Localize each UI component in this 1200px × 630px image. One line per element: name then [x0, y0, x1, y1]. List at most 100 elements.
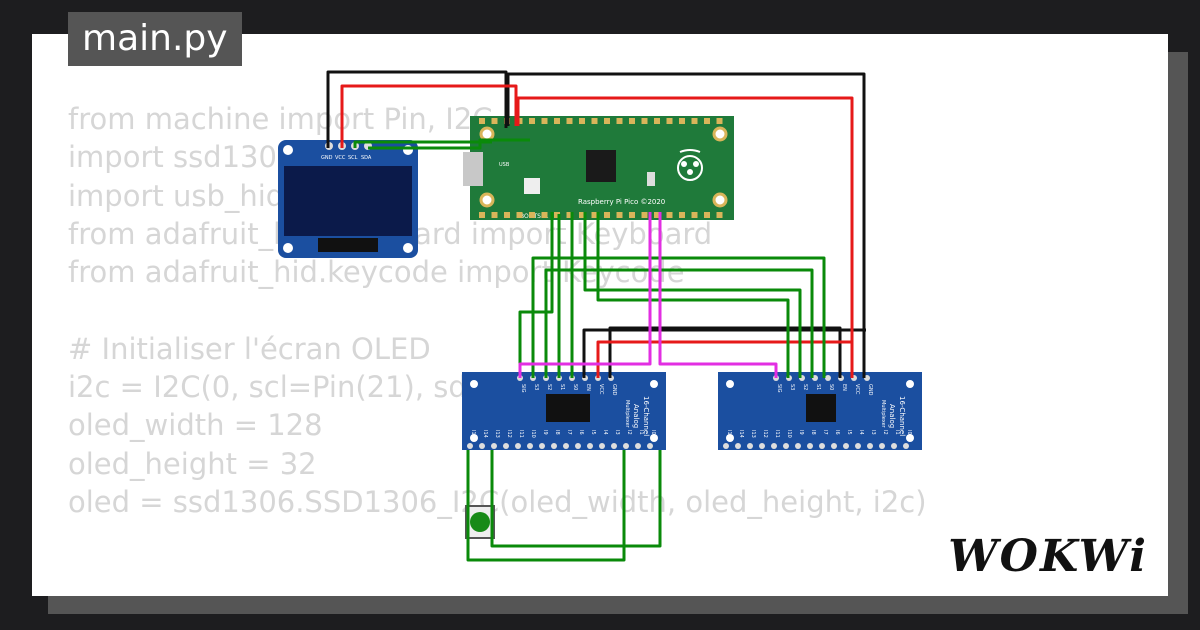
pico-pin[interactable]: [579, 212, 585, 218]
pushbutton[interactable]: [465, 505, 495, 539]
mux-right-bottom-pin[interactable]: [795, 443, 801, 449]
mux-left-bottom-pin[interactable]: [503, 443, 509, 449]
pico-pin[interactable]: [591, 212, 598, 218]
wire-magenta-2: [658, 212, 778, 378]
wire-green-scl: [353, 140, 492, 148]
mux-right-bottom-pin[interactable]: [783, 443, 789, 449]
mux-right-bottom-pin[interactable]: [831, 443, 837, 449]
mux-left-top-pin-label: S0: [572, 384, 578, 390]
mux-left-bottom-pin[interactable]: [635, 443, 641, 449]
mux-left-top-pin-label: VCC: [598, 384, 604, 395]
mux-left-bottom-pin[interactable]: [491, 443, 497, 449]
mux-left-bottom-pin-label: I7: [566, 430, 572, 435]
mux-right-bottom-pin-label: I6: [834, 430, 840, 435]
pico-pin[interactable]: [604, 212, 610, 218]
pico-pin[interactable]: [654, 212, 660, 218]
mux-left-bottom-pin[interactable]: [551, 443, 557, 449]
pico-pin[interactable]: [616, 118, 623, 124]
mux-left-top-pin-label: EN: [585, 384, 591, 391]
pico-pin[interactable]: [704, 118, 710, 124]
mux-right-bottom-pin[interactable]: [771, 443, 777, 449]
mux-left-bottom-pin[interactable]: [599, 443, 605, 449]
bootsel-button[interactable]: [524, 178, 540, 194]
pico-pin[interactable]: [529, 212, 535, 218]
pico-pin[interactable]: [704, 212, 710, 218]
mux-left-bottom-pin[interactable]: [623, 443, 629, 449]
pico-pin[interactable]: [491, 118, 498, 124]
pico-pin[interactable]: [479, 118, 485, 124]
mux-left-top-pin-label: GND: [611, 384, 617, 396]
pico-pin[interactable]: [579, 118, 585, 124]
pico-pin[interactable]: [591, 118, 598, 124]
mux-left-bottom-pin-label: I3: [614, 430, 620, 435]
mux-left-bottom-pin-label: I9: [542, 430, 548, 435]
mux-right-bottom-pin[interactable]: [891, 443, 897, 449]
mux-right-bottom-pin-label: I7: [822, 430, 828, 435]
pico-pin[interactable]: [679, 118, 685, 124]
pico-pin[interactable]: [504, 212, 510, 218]
mux-right-bottom-pin[interactable]: [903, 443, 909, 449]
mux-left-bottom-pin[interactable]: [479, 443, 485, 449]
mux-left-bottom-pin[interactable]: [587, 443, 593, 449]
mux-right-top-pin-label: GND: [867, 384, 873, 396]
pico-pin[interactable]: [641, 118, 648, 124]
mux-left-bottom-pin[interactable]: [539, 443, 545, 449]
mux-right-bottom-pin[interactable]: [735, 443, 741, 449]
file-tab[interactable]: main.py: [68, 12, 242, 66]
pico-pin[interactable]: [479, 212, 485, 218]
pico-pin[interactable]: [641, 212, 648, 218]
mux-left-bottom-pin-label: I8: [554, 430, 560, 435]
mux-right-bottom-pin[interactable]: [723, 443, 729, 449]
pico-pin[interactable]: [716, 118, 723, 124]
pico-pin[interactable]: [566, 118, 573, 124]
pico-pin[interactable]: [691, 212, 698, 218]
oled-pin-gnd: GND: [321, 155, 333, 161]
mux-left-bottom-pin[interactable]: [527, 443, 533, 449]
mux-right-top-pin[interactable]: [825, 375, 831, 381]
mux-right-top-pin-label: S0: [828, 384, 834, 390]
wire-green-c: [544, 268, 814, 378]
pico-pin[interactable]: [566, 212, 573, 218]
mux-right-bottom-pin-label: I4: [858, 430, 864, 435]
mux-right-bottom-pin[interactable]: [879, 443, 885, 449]
pico-pin[interactable]: [679, 212, 685, 218]
pico-pin[interactable]: [691, 118, 698, 124]
pico-pin[interactable]: [716, 212, 723, 218]
mux-left-bottom-pin[interactable]: [563, 443, 569, 449]
pico-pin[interactable]: [554, 118, 560, 124]
pico-pin[interactable]: [516, 212, 523, 218]
mux-right-bottom-pin[interactable]: [807, 443, 813, 449]
mux-right-bottom-pin[interactable]: [819, 443, 825, 449]
oled-display[interactable]: GND VCC SCL SDA: [278, 140, 418, 258]
mux-left-bottom-pin-label: I14: [482, 430, 488, 438]
pico-pin[interactable]: [529, 118, 535, 124]
pico-pin[interactable]: [629, 118, 635, 124]
pico-pin[interactable]: [554, 212, 560, 218]
pico-pin[interactable]: [654, 118, 660, 124]
mux-left-bottom-pin[interactable]: [467, 443, 473, 449]
mux-right-bottom-pin[interactable]: [843, 443, 849, 449]
pico-pin[interactable]: [666, 212, 673, 218]
pico-pin[interactable]: [604, 118, 610, 124]
mux-right-bottom-pin[interactable]: [747, 443, 753, 449]
code-line: from adafruit_hid.keycode import Keycode: [68, 255, 685, 290]
pico-pin[interactable]: [491, 212, 498, 218]
pico-pin[interactable]: [541, 212, 548, 218]
raspberry-pi-pico[interactable]: Raspberry Pi Pico ©2020 BOOTSEL USB: [463, 116, 734, 220]
code-line: import ssd1306: [68, 140, 296, 175]
mux-left-bottom-pin-label: I12: [506, 430, 512, 438]
wire-green-g: [596, 212, 790, 378]
mux-right-bottom-pin[interactable]: [855, 443, 861, 449]
mux-left-bottom-pin[interactable]: [647, 443, 653, 449]
pico-pin[interactable]: [541, 118, 548, 124]
mux-left-bottom-pin[interactable]: [575, 443, 581, 449]
mux-right-bottom-pin[interactable]: [759, 443, 765, 449]
mux-left-bottom-pin[interactable]: [611, 443, 617, 449]
pico-pin[interactable]: [629, 212, 635, 218]
pico-pin[interactable]: [616, 212, 623, 218]
mux-right-bottom-pin[interactable]: [867, 443, 873, 449]
pico-pin[interactable]: [666, 118, 673, 124]
mux-left-bottom-pin[interactable]: [515, 443, 521, 449]
